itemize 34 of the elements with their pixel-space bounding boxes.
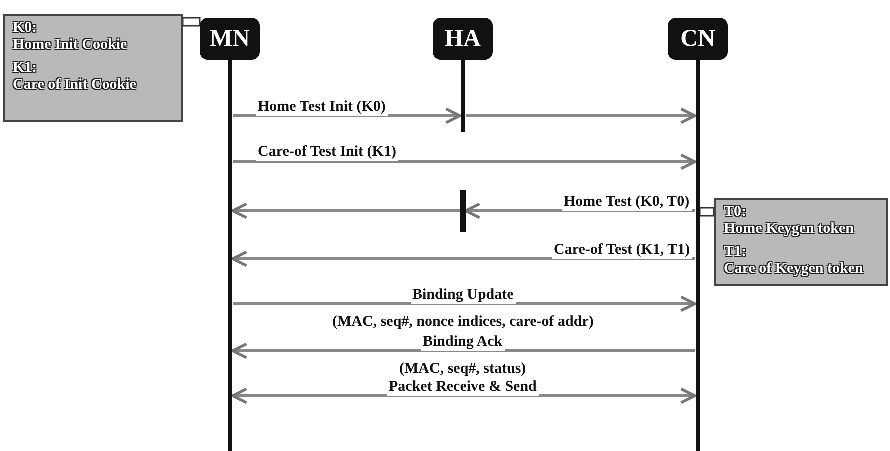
message-arrow — [232, 202, 460, 220]
note-heading: T0: — [724, 204, 746, 221]
note-text: Home Init Cookie — [13, 37, 128, 54]
message-parameters: (MAC, seq#, nonce indices, care-of addr) — [330, 314, 596, 331]
note-text: Care of Keygen token — [724, 261, 864, 278]
message-label: Home Test Init (K0) — [256, 99, 388, 116]
message-arrow — [464, 202, 695, 220]
note-text: Home Keygen token — [724, 221, 854, 238]
participant-name: HA — [445, 26, 481, 52]
message-arrow — [233, 296, 696, 312]
message-label: Binding Update — [410, 287, 516, 304]
message-arrow — [232, 342, 695, 360]
message-label: Care-of Test Init (K1) — [256, 144, 398, 161]
participant-name: MN — [210, 26, 250, 52]
message-label: Binding Ack — [421, 334, 505, 351]
participant-name: CN — [680, 26, 716, 52]
note-text: Care of Init Cookie — [13, 77, 136, 94]
message-parameters: (MAC, seq#, status) — [398, 361, 528, 378]
note-box — [714, 198, 888, 286]
note-box — [3, 14, 183, 122]
note-heading: T1: — [724, 244, 746, 261]
activation-bar — [460, 190, 466, 232]
note-heading: K0: — [13, 20, 38, 37]
message-arrow — [466, 108, 696, 124]
note-connector — [182, 17, 201, 27]
note-connector — [699, 207, 715, 217]
message-label: Home Test (K0, T0) — [562, 194, 692, 211]
note-heading: K1: — [13, 60, 38, 77]
message-arrow — [232, 388, 696, 404]
message-label: Packet Receive & Send — [387, 379, 539, 396]
message-arrow — [233, 154, 696, 170]
message-arrow — [233, 108, 462, 124]
message-label: Care-of Test (K1, T1) — [552, 242, 692, 259]
message-arrow — [232, 250, 695, 268]
